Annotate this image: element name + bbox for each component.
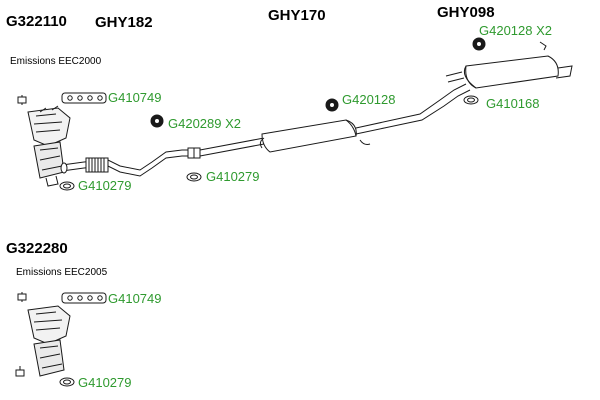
part-rubber-mount-left: G420289 X2 bbox=[168, 116, 242, 131]
lambda-sensor-2 bbox=[17, 292, 27, 302]
part-rubber-mount-mid: G420128 bbox=[342, 92, 396, 107]
front-pipe bbox=[60, 149, 196, 177]
part-rubber-mount-rear: G420128 X2 bbox=[479, 23, 553, 38]
gasket-ring-2 bbox=[59, 377, 75, 387]
gasket-ring-joint bbox=[186, 172, 202, 182]
component-middle-silencer-code: GHY170 bbox=[268, 7, 326, 24]
emissions-label-1: Emissions EEC2000 bbox=[10, 56, 102, 67]
rubber-mount-mid bbox=[325, 98, 339, 112]
lambda-sensor-2b bbox=[15, 366, 25, 377]
intermediate-pipe bbox=[199, 137, 265, 157]
emissions-label-2: Emissions EEC2005 bbox=[16, 267, 108, 278]
manifold-gasket-2 bbox=[61, 292, 107, 304]
rubber-mount-rear bbox=[472, 37, 547, 51]
component-front-pipe-code: GHY182 bbox=[95, 14, 153, 31]
part-gasket-joint: G410279 bbox=[206, 169, 260, 184]
rear-silencer bbox=[445, 55, 573, 89]
part-ring-rear: G410168 bbox=[486, 96, 540, 111]
catalytic-converter-2 bbox=[33, 339, 65, 377]
rubber-mount-left bbox=[150, 114, 164, 128]
middle-silencer bbox=[259, 119, 357, 153]
exhaust-manifold-2 bbox=[27, 305, 71, 345]
part-gasket-manifold-1: G410749 bbox=[108, 90, 162, 105]
rear-ring bbox=[463, 95, 479, 105]
assembly-code-1: G322110 bbox=[6, 13, 67, 30]
catalytic-converter-1 bbox=[33, 141, 65, 187]
manifold-gasket-1 bbox=[61, 92, 107, 104]
joint-clamp bbox=[187, 147, 201, 159]
lambda-sensor-1 bbox=[17, 95, 27, 105]
rear-pipe bbox=[355, 83, 471, 145]
assembly-code-2: G322280 bbox=[6, 240, 68, 257]
exhaust-manifold-1 bbox=[27, 105, 71, 147]
part-gasket-manifold-2: G410749 bbox=[108, 291, 162, 306]
gasket-ring-1 bbox=[59, 181, 75, 191]
component-rear-silencer-code: GHY098 bbox=[437, 4, 495, 21]
part-gasket-cat-2: G410279 bbox=[78, 375, 132, 390]
part-gasket-cat-1: G410279 bbox=[78, 178, 132, 193]
